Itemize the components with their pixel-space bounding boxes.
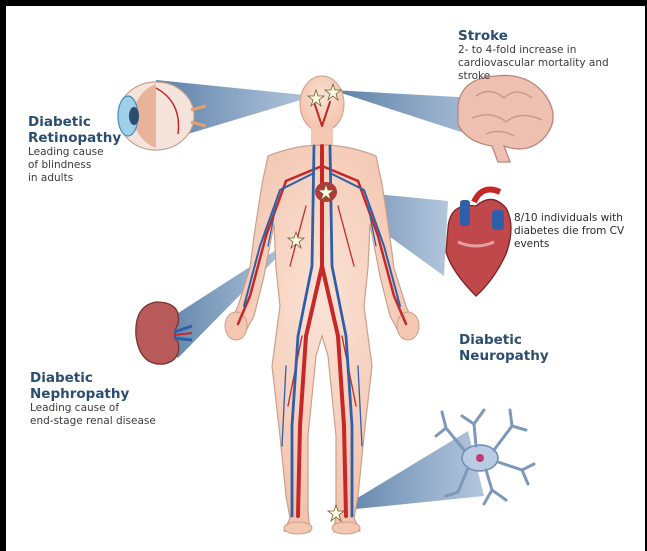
nephropathy-line-1: Leading cause of bbox=[30, 402, 156, 415]
cv-line-2: diabetes die from CV bbox=[514, 225, 624, 238]
stroke-title: Stroke bbox=[458, 28, 609, 44]
stroke-line-1: 2- to 4-fold increase in bbox=[458, 44, 609, 57]
neuropathy-label: Diabetic Neuropathy bbox=[459, 332, 549, 364]
stroke-line-2: cardiovascular mortality and bbox=[458, 57, 609, 70]
illustration bbox=[6, 6, 645, 551]
retinopathy-line-2: of blindness bbox=[28, 159, 121, 172]
nephropathy-title-2: Nephropathy bbox=[30, 386, 156, 402]
heart-icon bbox=[446, 190, 511, 296]
retinopathy-title-1: Diabetic bbox=[28, 114, 121, 130]
nephropathy-title-1: Diabetic bbox=[30, 370, 156, 386]
retinopathy-title-2: Retinopathy bbox=[28, 130, 121, 146]
stroke-label: Stroke 2- to 4-fold increase in cardiova… bbox=[458, 28, 609, 83]
retinopathy-line-3: in adults bbox=[28, 172, 121, 185]
nephropathy-label: Diabetic Nephropathy Leading cause of en… bbox=[30, 370, 156, 428]
cv-label: 8/10 individuals with diabetes die from … bbox=[514, 212, 624, 251]
cv-line-1: 8/10 individuals with bbox=[514, 212, 624, 225]
cv-line-3: events bbox=[514, 238, 624, 251]
brain-icon bbox=[458, 75, 553, 162]
neuropathy-title-1: Diabetic bbox=[459, 332, 549, 348]
neuropathy-title-2: Neuropathy bbox=[459, 348, 549, 364]
retinopathy-line-1: Leading cause bbox=[28, 146, 121, 159]
stroke-line-3: stroke bbox=[458, 70, 609, 83]
retinopathy-label: Diabetic Retinopathy Leading cause of bl… bbox=[28, 114, 121, 185]
nephropathy-line-2: end-stage renal disease bbox=[30, 415, 156, 428]
